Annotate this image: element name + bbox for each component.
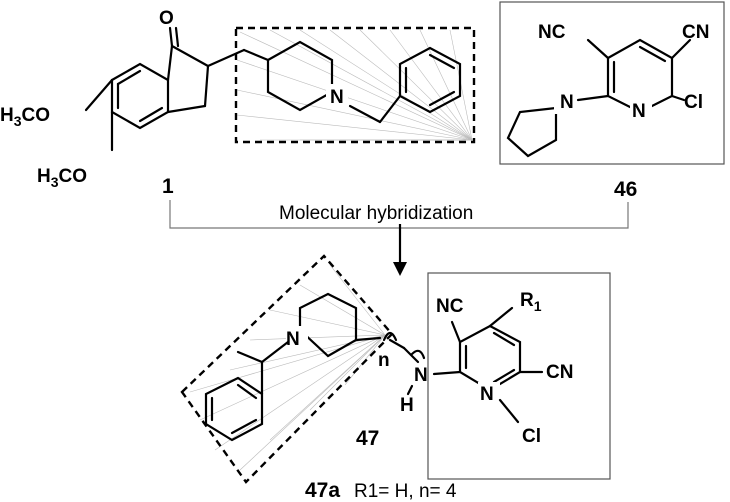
compound-47-amine-nitrogen: N [414, 365, 428, 386]
compound-46-ring-nitrogen: N [632, 101, 646, 122]
compound-47-pyridine-box [427, 272, 611, 480]
compound-46-number: 46 [614, 178, 637, 201]
compound-47-cyano-right: CN [546, 362, 573, 383]
compound-1-highlight-hatch [236, 29, 473, 141]
compound-1-structure: O H3CO H3CO N 1 [0, 8, 476, 198]
example-47a: 47a R1= H, n= 4 [305, 479, 457, 502]
example-47a-conditions: R1= H, n= 4 [354, 481, 457, 502]
compound-47-r1: R1 [520, 290, 542, 314]
compound-47-chlorine: Cl [522, 426, 541, 447]
compound-47-ring-nitrogen: N [480, 384, 494, 405]
compound-1-number: 1 [162, 175, 174, 198]
compound-47-cyano-left: NC [436, 296, 464, 317]
compound-47-amine-hydrogen: H [400, 395, 414, 416]
compound-1-methoxy-bottom: H3CO [37, 166, 87, 190]
compound-1-carbonyl-oxygen: O [159, 8, 174, 29]
hybridization-arrow: Molecular hybridization [169, 200, 629, 276]
compound-46-structure: N NC CN Cl N N 46 [499, 1, 725, 201]
compound-1-methoxy-top: H3CO [0, 105, 50, 129]
compound-46-cyano-left: NC [538, 22, 566, 43]
compound-1-dashed-box [234, 26, 476, 144]
compound-46-chlorine: Cl [684, 92, 703, 113]
compound-47-chain-n: n [378, 350, 390, 371]
compound-47-number: 47 [356, 427, 379, 450]
compound-46-box [499, 1, 725, 165]
compound-47-highlight-hatch [189, 264, 386, 471]
compound-1-piperidine-nitrogen: N [330, 87, 344, 108]
compound-47-piperidine-nitrogen: N [286, 329, 300, 350]
compound-46-pyrrolidine-nitrogen-label: N [560, 92, 574, 113]
hybridization-label: Molecular hybridization [279, 203, 473, 224]
example-47a-name: 47a [305, 479, 340, 502]
compound-47-structure: N n N H N NC R1 CN [180, 254, 611, 484]
compound-46-cyano-right: CN [682, 22, 709, 43]
